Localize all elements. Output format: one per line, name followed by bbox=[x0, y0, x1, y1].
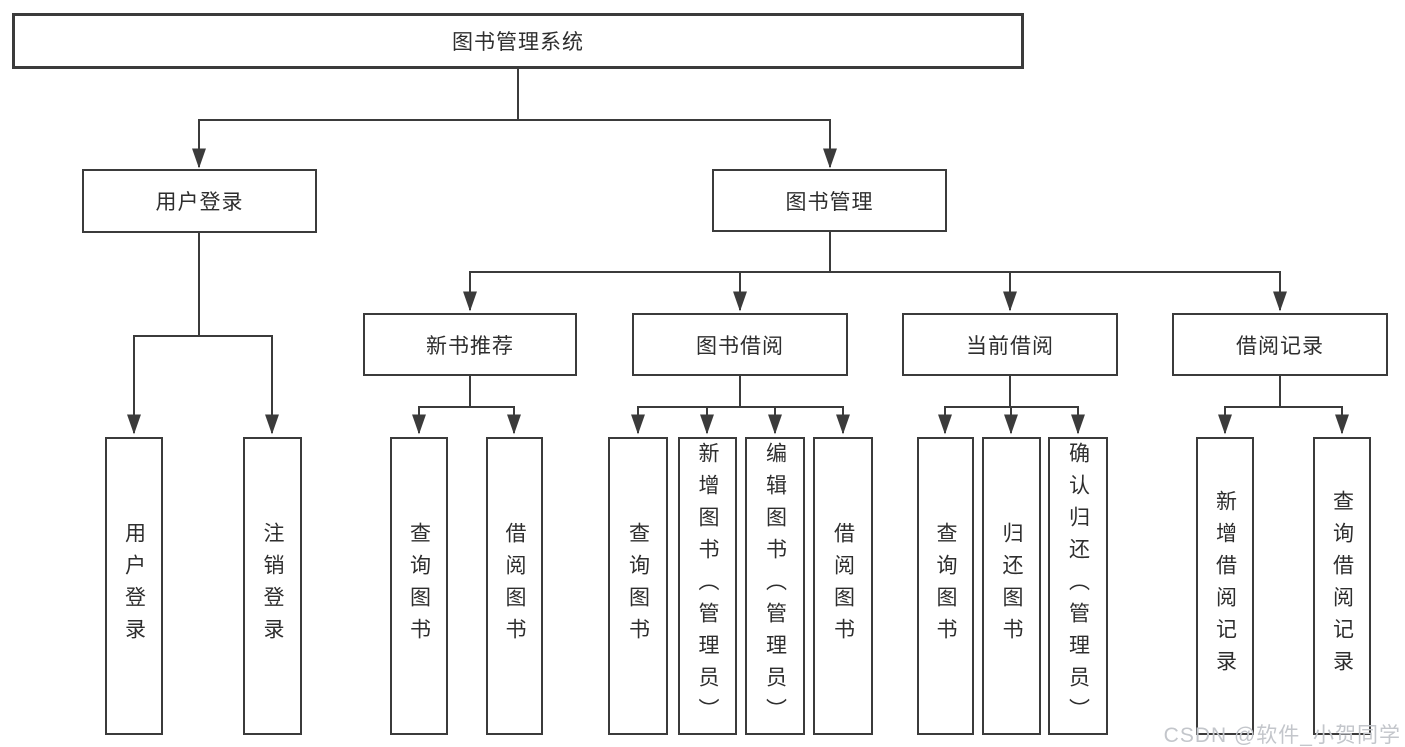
leaf-query-books-current-label: 查询图书 bbox=[934, 522, 957, 650]
group-borrowing-records: 借阅记录 bbox=[1172, 313, 1388, 376]
group-current-borrowing: 当前借阅 bbox=[902, 313, 1118, 376]
leaf-confirm-return-admin: 确认归还（管理员） bbox=[1048, 437, 1108, 735]
branch-book-management-label: 图书管理 bbox=[785, 190, 874, 214]
leaf-borrow-books-recommend: 借阅图书 bbox=[486, 437, 543, 735]
leaf-return-books-label: 归还图书 bbox=[1000, 522, 1023, 650]
leaf-user-login-label: 用户登录 bbox=[122, 522, 146, 650]
group-current-borrowing-label: 当前借阅 bbox=[966, 334, 1054, 358]
leaf-query-books-recommend: 查询图书 bbox=[390, 437, 448, 735]
leaf-query-books-borrowing: 查询图书 bbox=[608, 437, 668, 735]
root-node-label: 图书管理系统 bbox=[452, 31, 584, 54]
leaf-borrow-books-recommend-label: 借阅图书 bbox=[503, 522, 526, 650]
leaf-edit-books-admin-label: 编辑图书（管理员） bbox=[763, 442, 787, 730]
leaf-query-borrow-record: 查询借阅记录 bbox=[1313, 437, 1371, 735]
leaf-user-login: 用户登录 bbox=[105, 437, 163, 735]
leaf-borrow-books: 借阅图书 bbox=[813, 437, 873, 735]
leaf-add-books-admin-label: 新增图书（管理员） bbox=[696, 442, 719, 730]
leaf-query-borrow-record-label: 查询借阅记录 bbox=[1330, 490, 1354, 682]
leaf-logout-label: 注销登录 bbox=[261, 522, 284, 650]
leaf-borrow-books-label: 借阅图书 bbox=[831, 522, 855, 650]
root-node-library-management-system: 图书管理系统 bbox=[12, 13, 1024, 69]
leaf-confirm-return-admin-label: 确认归还（管理员） bbox=[1066, 442, 1090, 730]
group-book-borrowing-label: 图书借阅 bbox=[696, 334, 784, 358]
leaf-query-books-current: 查询图书 bbox=[917, 437, 974, 735]
leaf-add-borrow-record: 新增借阅记录 bbox=[1196, 437, 1254, 735]
group-book-borrowing: 图书借阅 bbox=[632, 313, 848, 376]
branch-user-login: 用户登录 bbox=[82, 169, 317, 233]
leaf-logout: 注销登录 bbox=[243, 437, 302, 735]
group-new-book-recommendation-label: 新书推荐 bbox=[426, 334, 514, 358]
branch-user-login-label: 用户登录 bbox=[155, 191, 244, 214]
leaf-return-books: 归还图书 bbox=[982, 437, 1041, 735]
leaf-add-books-admin: 新增图书（管理员） bbox=[678, 437, 737, 735]
leaf-query-books-recommend-label: 查询图书 bbox=[407, 522, 431, 650]
leaf-query-books-borrowing-label: 查询图书 bbox=[626, 522, 650, 650]
branch-book-management: 图书管理 bbox=[712, 169, 947, 232]
group-borrowing-records-label: 借阅记录 bbox=[1236, 334, 1324, 358]
leaf-add-borrow-record-label: 新增借阅记录 bbox=[1213, 490, 1237, 682]
leaf-edit-books-admin: 编辑图书（管理员） bbox=[745, 437, 805, 735]
group-new-book-recommendation: 新书推荐 bbox=[363, 313, 577, 376]
watermark: CSDN @软件_小贺同学 bbox=[1163, 724, 1401, 747]
